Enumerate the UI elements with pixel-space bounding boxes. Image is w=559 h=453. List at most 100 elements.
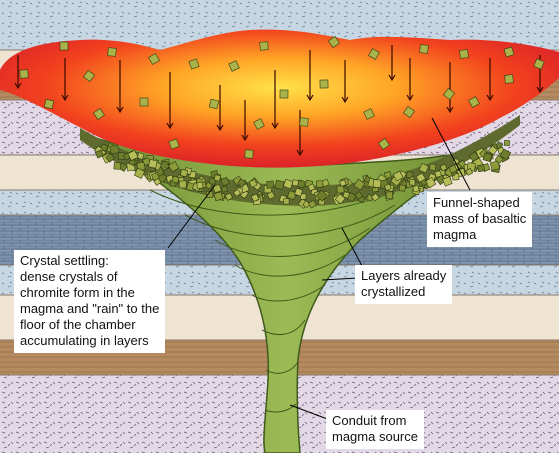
falling-arrow: [446, 62, 454, 114]
settled-crystal: [109, 144, 120, 155]
falling-arrow: [61, 58, 69, 102]
label-crystal-settling: Crystal settling: dense crystals of chro…: [14, 250, 166, 353]
settled-crystal: [286, 190, 297, 200]
falling-arrow: [486, 58, 494, 102]
settled-crystal: [266, 191, 276, 200]
settled-crystal: [196, 182, 204, 189]
settled-crystal: [171, 175, 180, 184]
settled-crystal: [294, 187, 304, 197]
settled-crystal: [105, 152, 115, 163]
leader-lines: [167, 117, 471, 421]
settled-crystal: [315, 189, 328, 202]
settled-crystal: [274, 179, 285, 190]
falling-crystal: [459, 49, 469, 59]
settled-crystal: [372, 179, 382, 188]
settled-crystal: [398, 184, 406, 192]
settled-crystal: [442, 176, 453, 187]
settled-crystal: [148, 159, 158, 169]
settled-crystal: [385, 191, 394, 199]
falling-crystal: [328, 36, 340, 48]
falling-crystal: [253, 118, 265, 130]
settled-crystal: [365, 193, 374, 202]
settled-crystal: [342, 191, 350, 199]
settled-crystal: [370, 192, 380, 202]
settled-crystal: [168, 161, 180, 173]
settled-crystal: [94, 149, 104, 159]
falling-crystal: [377, 137, 391, 151]
settled-crystal: [127, 149, 139, 161]
funnel-leader: [431, 117, 471, 191]
falling-crystal: [299, 117, 309, 127]
settled-crystal: [477, 164, 486, 173]
falling-arrow: [388, 45, 396, 82]
settled-crystal: [151, 172, 160, 181]
settled-crystal: [412, 185, 420, 193]
settled-crystal: [418, 162, 430, 174]
falling-crystal: [93, 108, 105, 120]
settled-crystal: [434, 170, 442, 178]
falling-crystal: [504, 74, 514, 84]
settled-crystal: [487, 145, 498, 156]
settled-crystal: [178, 180, 187, 189]
conduit-leader: [289, 404, 331, 421]
falling-crystal: [363, 108, 375, 120]
falling-arrow: [166, 72, 174, 130]
magma-body: [0, 29, 559, 168]
falling-arrow: [341, 60, 349, 104]
settled-crystal: [179, 168, 189, 178]
falling-crystal: [228, 60, 240, 72]
settled-crystal: [429, 163, 437, 171]
settled-crystal: [336, 185, 345, 194]
falling-crystal: [148, 53, 160, 65]
settled-crystal: [142, 157, 151, 167]
falling-arrow: [296, 110, 304, 157]
falling-arrow: [406, 58, 414, 102]
settled-crystal: [292, 179, 299, 187]
settled-crystal: [283, 198, 290, 205]
settled-crystal: [439, 163, 448, 172]
falling-crystal: [59, 41, 69, 51]
settled-crystal: [353, 178, 366, 191]
settled-crystal: [282, 178, 294, 190]
settled-crystal: [316, 180, 324, 188]
falling-crystal: [43, 98, 55, 110]
settled-crystal: [237, 178, 247, 188]
settled-crystal: [383, 171, 392, 179]
settled-crystal: [206, 190, 214, 199]
falling-crystal: [279, 89, 289, 99]
layers-leader-1: [341, 227, 363, 267]
settled-crystal: [308, 199, 317, 209]
falling-crystal: [107, 47, 117, 57]
falling-crystal: [139, 97, 149, 107]
falling-crystal: [533, 58, 545, 70]
falling-crystal: [208, 98, 220, 110]
settled-crystal: [302, 200, 311, 209]
settled-crystal: [465, 167, 474, 176]
settled-crystal: [136, 152, 145, 160]
settled-crystal-layer: [80, 115, 520, 209]
settled-crystal: [482, 152, 493, 163]
label-layers-crystallized: Layers already crystallized: [355, 265, 453, 304]
settled-crystal: [113, 162, 122, 170]
settled-crystal: [266, 180, 275, 189]
falling-crystal: [419, 44, 429, 54]
falling-crystal: [259, 41, 269, 51]
falling-crystal: [244, 149, 254, 159]
settled-crystal: [339, 179, 347, 187]
falling-crystal: [319, 79, 329, 89]
settled-crystal: [224, 192, 234, 201]
settled-crystal: [354, 191, 364, 200]
falling-crystal: [168, 138, 180, 150]
falling-arrow: [116, 60, 124, 114]
settled-crystal: [307, 183, 316, 192]
falling-crystal: [403, 106, 415, 118]
falling-arrow: [14, 55, 22, 90]
falling-arrow: [271, 70, 279, 130]
label-conduit: Conduit from magma source: [326, 410, 424, 449]
settling-leader: [167, 184, 216, 249]
settled-crystal: [250, 193, 260, 202]
settled-crystal: [220, 176, 230, 187]
settled-crystal: [133, 167, 146, 179]
falling-crystal: [503, 46, 515, 58]
